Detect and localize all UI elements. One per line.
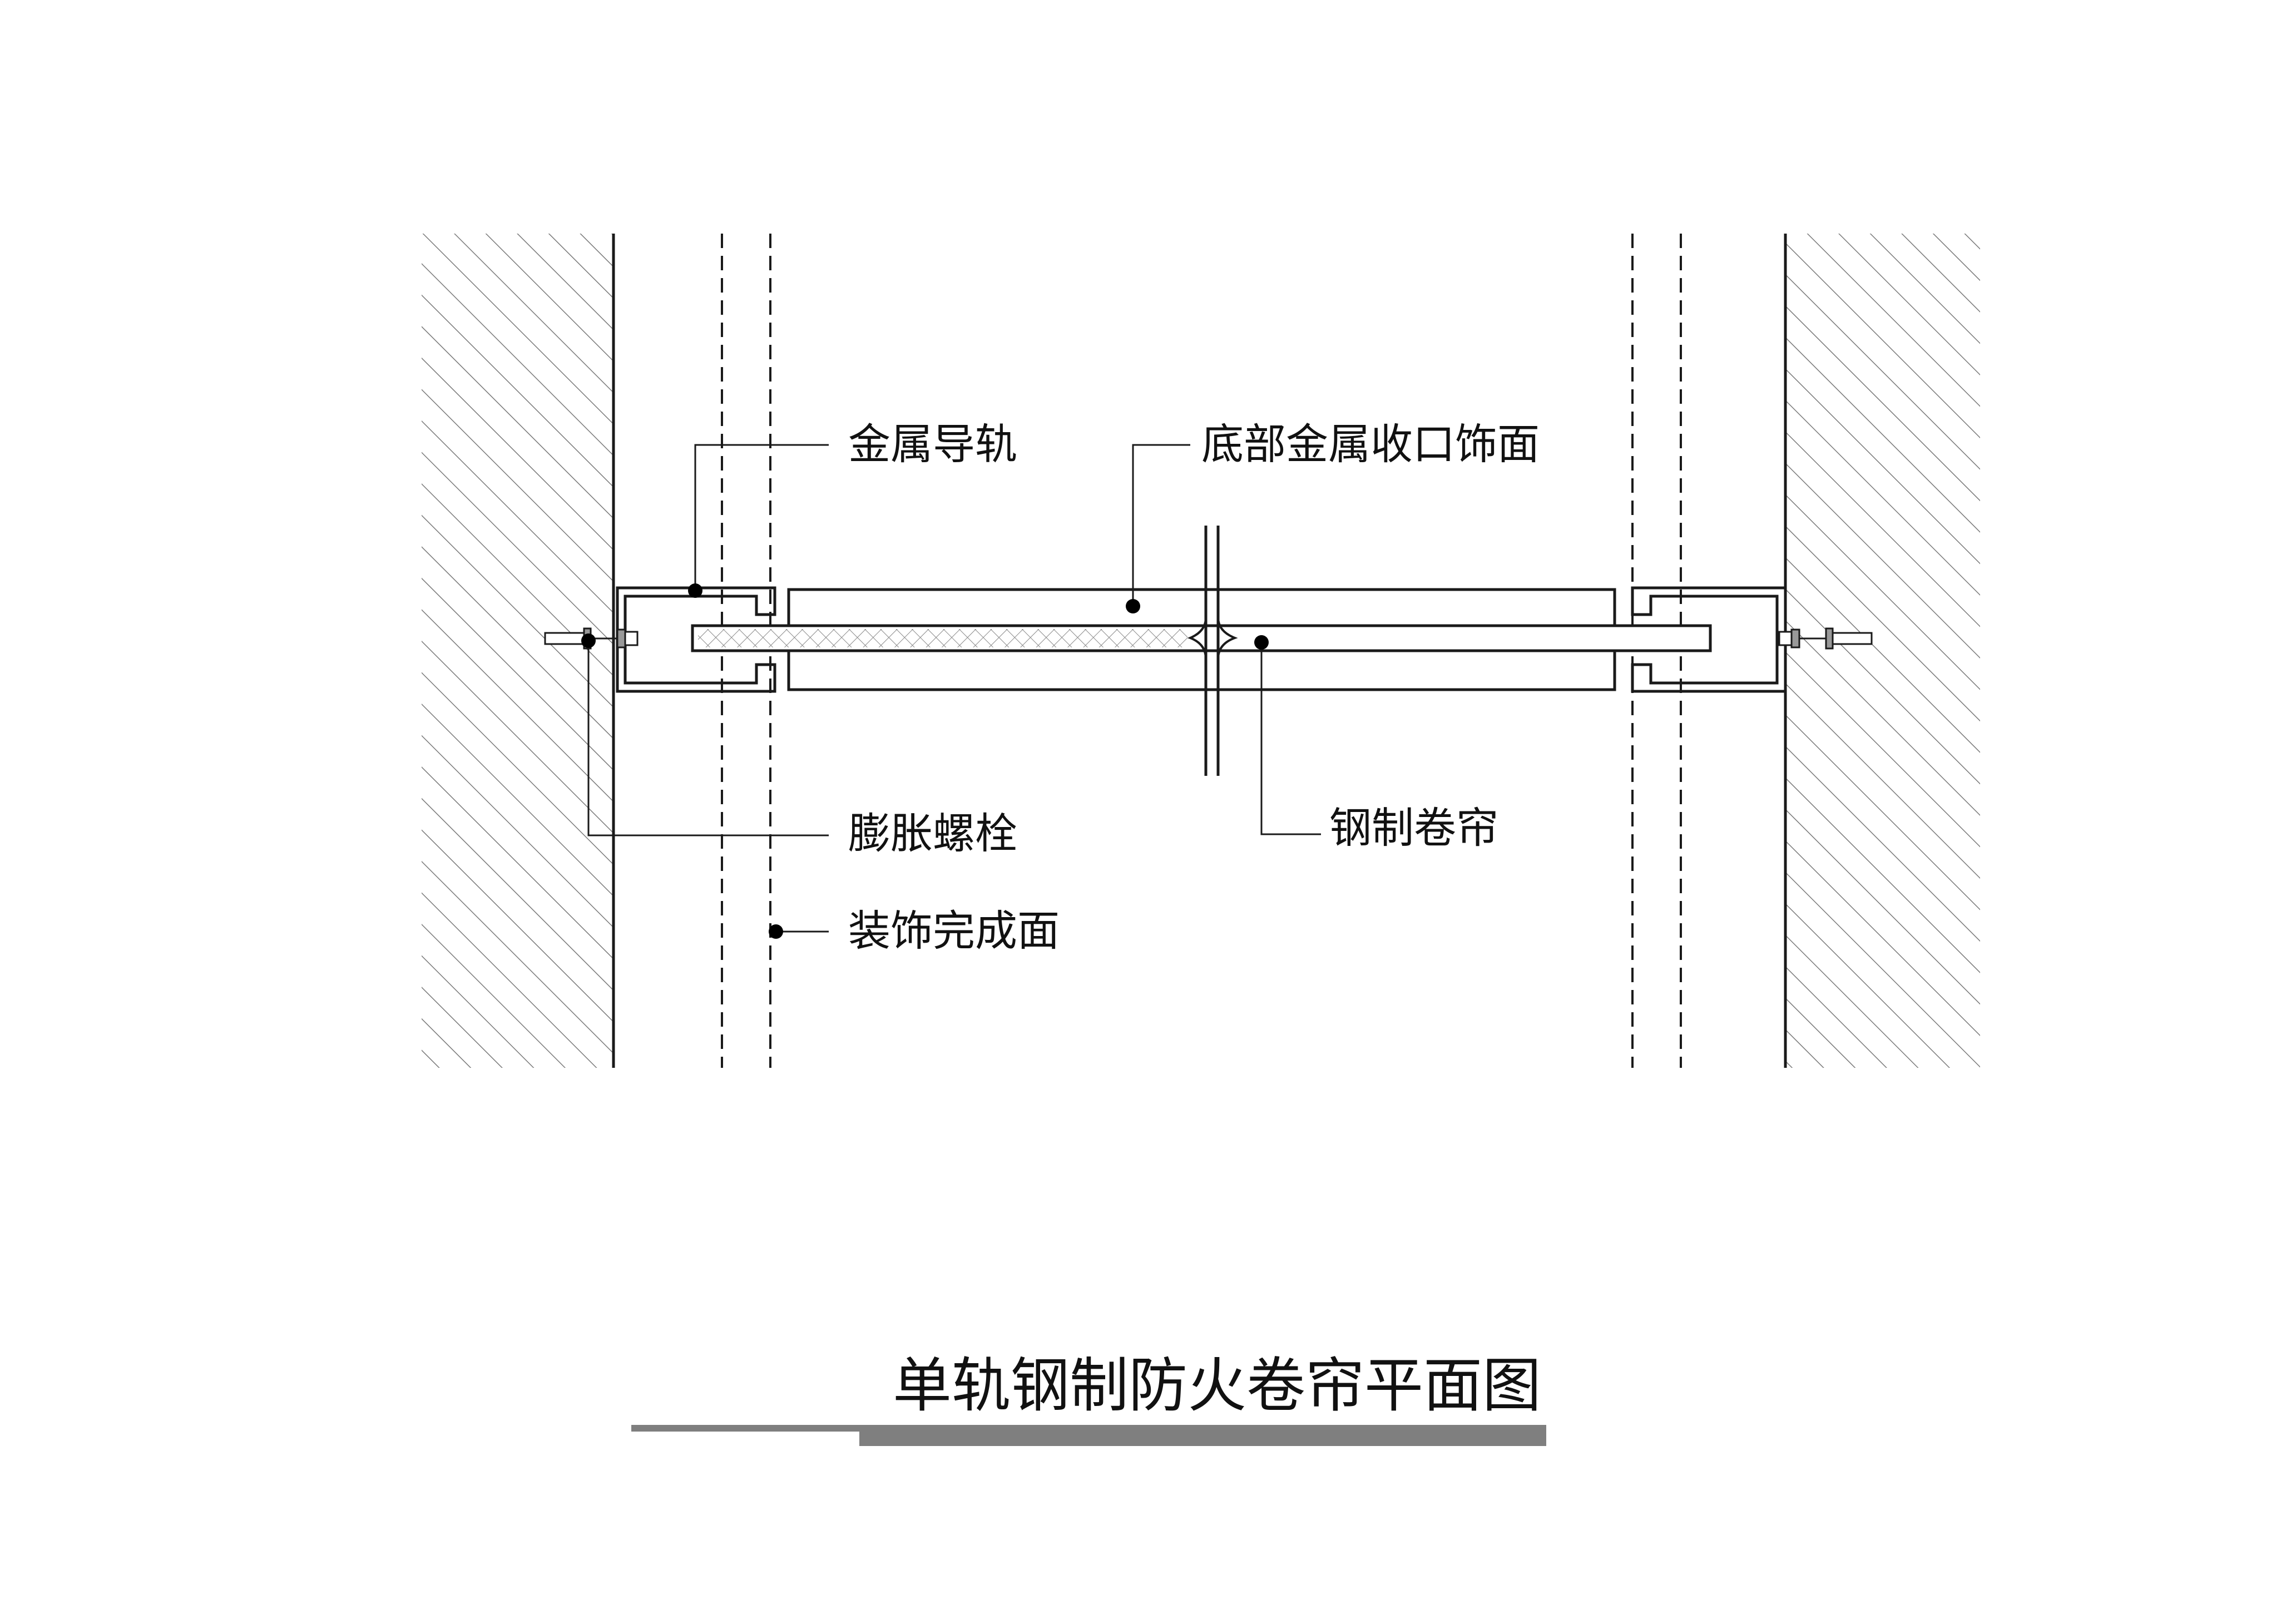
left-wall: [422, 234, 615, 1068]
right-expansion-bolt: [1778, 627, 1873, 650]
leader-finish-surface: [769, 924, 829, 939]
right-wall: [1784, 234, 1980, 1068]
label-expansion-bolt: 膨胀螺栓: [848, 809, 1017, 858]
leader-steel-shutter: [1254, 635, 1321, 835]
break-line: [1187, 526, 1238, 776]
label-steel-shutter: 钢制卷帘: [1329, 803, 1498, 853]
leader-metal-rail: [688, 444, 829, 598]
drawing-title: 单轨钢制防火卷帘平面图: [893, 1351, 1541, 1420]
label-metal-rail: 金属导轨: [848, 419, 1017, 469]
title-underline: [631, 1425, 1546, 1446]
leader-bottom-trim: [1126, 444, 1190, 613]
left-metal-rail: [616, 586, 776, 693]
leader-expansion-bolt: [581, 633, 829, 836]
label-bottom-trim: 底部金属收口饰面: [1201, 419, 1540, 469]
label-finish-surface: 装饰完成面: [848, 906, 1060, 955]
right-metal-rail: [1631, 586, 1787, 693]
